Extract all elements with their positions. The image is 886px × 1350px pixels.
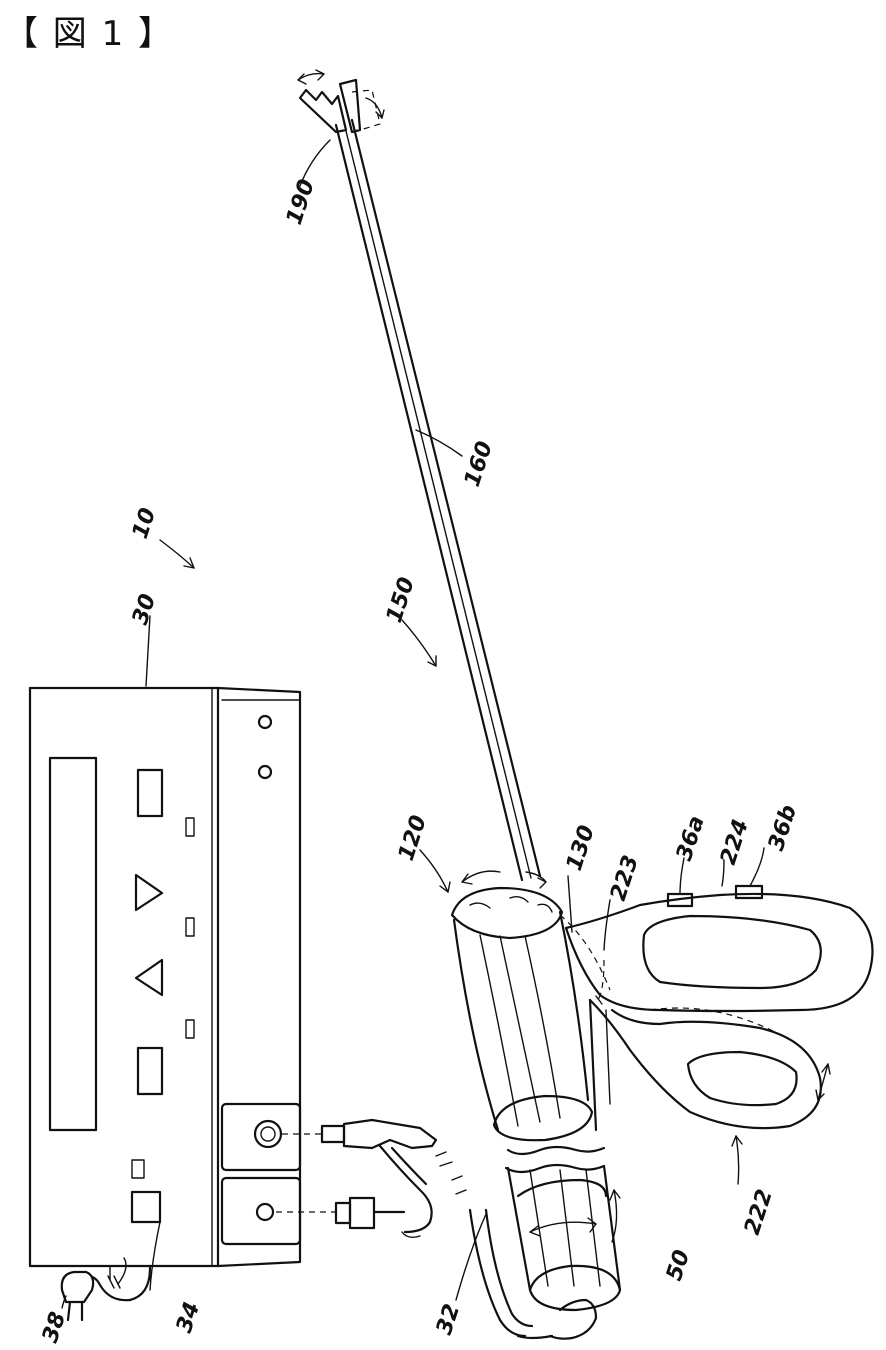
- jaw-upper: [300, 90, 346, 132]
- label-38: 38: [38, 1309, 71, 1346]
- movable-handle-loop: [688, 1052, 797, 1105]
- label-222: 222: [740, 1186, 778, 1237]
- plug-body: [62, 1272, 93, 1302]
- label-34: 34: [172, 1299, 205, 1336]
- upper-button: [138, 770, 162, 816]
- label-150: 150: [382, 574, 420, 625]
- label-10: 10: [128, 505, 161, 542]
- handle-barrel-left: [454, 920, 498, 1130]
- plug-lower-collar: [350, 1198, 374, 1228]
- up-arrow-button: [136, 960, 162, 995]
- label-36b: 36b: [764, 802, 802, 854]
- instrument-shaft: [336, 120, 540, 880]
- round-connector: [257, 1204, 273, 1220]
- reference-labels: 10 30 190 160 150 120 130 223 36a 224 36…: [38, 176, 802, 1345]
- power-switch-34: [132, 1192, 160, 1222]
- fixed-handle: [566, 894, 873, 1011]
- label-130: 130: [562, 822, 600, 873]
- indicator-3: [186, 1020, 194, 1038]
- label-190: 190: [282, 176, 320, 227]
- screw-1: [259, 716, 271, 728]
- ring-upper: [494, 1096, 592, 1140]
- lower-button: [138, 1048, 162, 1094]
- label-160: 160: [460, 438, 498, 489]
- handle-assembly: [452, 871, 873, 1339]
- indicator-2: [186, 918, 194, 936]
- display-window: [50, 758, 96, 1130]
- end-cap: [530, 1266, 620, 1310]
- cable-assembly: [276, 1120, 532, 1336]
- plug-upper: [322, 1126, 344, 1142]
- screw-2: [259, 766, 271, 778]
- label-223: 223: [606, 852, 644, 903]
- label-32: 32: [432, 1301, 465, 1338]
- small-indicator: [132, 1160, 144, 1178]
- connector-port-lower: [222, 1178, 300, 1244]
- fixed-handle-loop: [643, 916, 820, 988]
- button-36b: [736, 886, 762, 898]
- rotation-knob: [452, 888, 562, 938]
- leader-lines: [62, 140, 764, 1308]
- plug-lower: [336, 1203, 350, 1223]
- power-plug: [62, 1268, 150, 1320]
- label-50: 50: [662, 1247, 695, 1284]
- end-effector: [298, 70, 384, 132]
- generator-unit: [30, 688, 300, 1280]
- generator-body: [30, 688, 218, 1266]
- label-224: 224: [716, 816, 754, 867]
- down-arrow-button: [136, 875, 162, 910]
- hex-connector: [255, 1121, 281, 1147]
- indicator-1: [186, 818, 194, 836]
- jaw-lower: [340, 80, 360, 132]
- label-36a: 36a: [672, 813, 710, 864]
- label-30: 30: [128, 591, 161, 628]
